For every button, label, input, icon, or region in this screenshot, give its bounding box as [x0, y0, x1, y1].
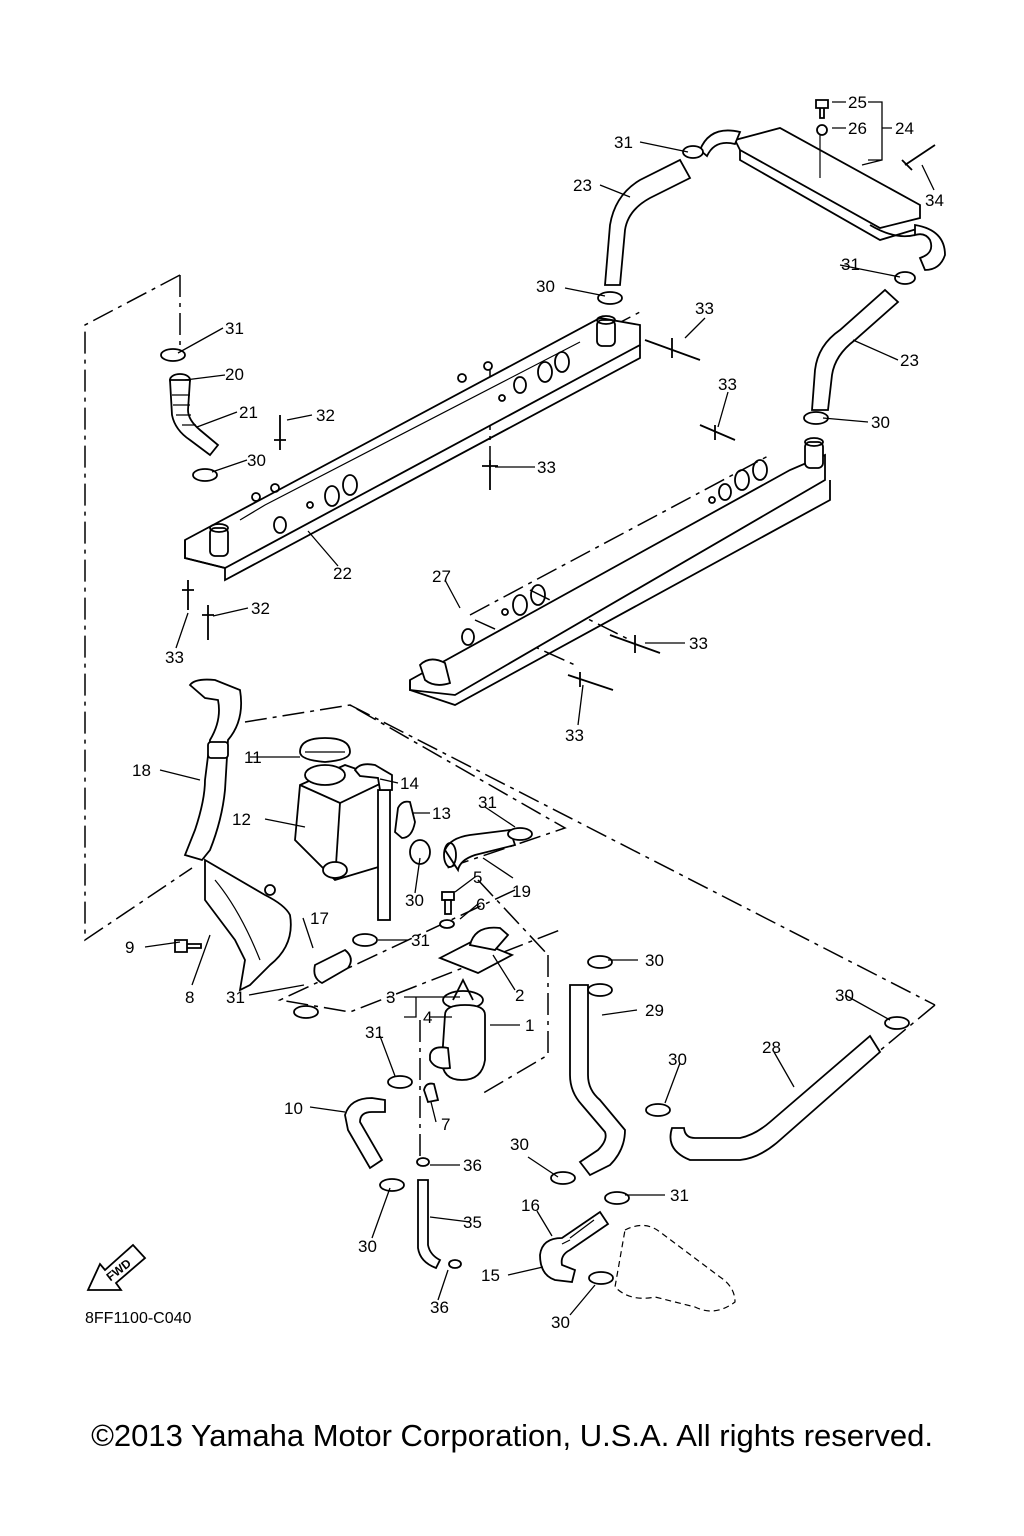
callout-30j: 30 — [551, 1313, 570, 1332]
callout-36a: 36 — [463, 1156, 482, 1175]
callout-30b: 30 — [871, 413, 890, 432]
callout-31g: 31 — [365, 1023, 384, 1042]
drawing-code: 8FF1100-C040 — [85, 1310, 192, 1327]
callout-16: 16 — [521, 1196, 540, 1215]
callout-21: 21 — [239, 403, 258, 422]
part-17-hose — [313, 948, 352, 985]
part-29-hose — [569, 983, 626, 1177]
callout-11: 11 — [244, 748, 262, 767]
callout-24: 24 — [895, 119, 914, 138]
callout-labels: 25 26 24 34 31 23 30 31 23 30 33 33 33 3… — [85, 93, 944, 1332]
callout-30c: 30 — [247, 451, 266, 470]
callout-12: 12 — [232, 810, 251, 829]
callout-27: 27 — [432, 567, 451, 586]
leader-lines — [144, 101, 935, 1316]
callout-33e: 33 — [689, 634, 708, 653]
part-20-21-hose-joint — [169, 373, 220, 457]
callout-5: 5 — [473, 868, 482, 887]
callout-2: 2 — [515, 986, 524, 1005]
callout-32b: 32 — [251, 599, 270, 618]
part-10-hose — [344, 1097, 386, 1170]
part-27-cooler-pipe-lower — [409, 437, 831, 706]
callout-22: 22 — [333, 564, 352, 583]
hose-clamps — [160, 145, 916, 1285]
part-18-hose — [183, 678, 243, 862]
fwd-direction-arrow: FWD — [86, 1243, 147, 1291]
callout-30f: 30 — [835, 986, 854, 1005]
callout-18: 18 — [132, 761, 151, 780]
callout-15: 15 — [481, 1266, 500, 1285]
engine-outlet-reference — [614, 1224, 736, 1312]
callout-31e: 31 — [411, 931, 430, 950]
callout-30i: 30 — [358, 1237, 377, 1256]
callout-31a: 31 — [614, 133, 633, 152]
callout-30e: 30 — [645, 951, 664, 970]
callout-30d: 30 — [405, 891, 424, 910]
callout-25: 25 — [848, 93, 867, 112]
callout-29: 29 — [645, 1001, 664, 1020]
part-11-radiator-cap — [299, 737, 351, 763]
callout-31f: 31 — [226, 988, 245, 1007]
callout-20: 20 — [225, 365, 244, 384]
part-2-thermostat-cover — [437, 926, 515, 974]
callout-36b: 36 — [430, 1298, 449, 1317]
fasteners — [174, 99, 936, 1269]
callout-10: 10 — [284, 1099, 303, 1118]
copyright-notice: ©2013 Yamaha Motor Corporation, U.S.A. A… — [91, 1418, 933, 1453]
callout-31b: 31 — [841, 255, 860, 274]
callout-13: 13 — [432, 804, 451, 823]
callout-7: 7 — [441, 1115, 450, 1134]
callout-17: 17 — [310, 909, 329, 928]
part-8-cover — [204, 858, 292, 992]
part-24-cooler-assembly — [698, 127, 946, 271]
part-14-overflow-hose — [353, 763, 393, 791]
callout-35: 35 — [463, 1213, 482, 1232]
callout-30g: 30 — [668, 1050, 687, 1069]
part-1-thermostat-housing — [429, 1004, 486, 1081]
part-12-reservoir-tank — [294, 764, 391, 921]
part-13-grommet — [394, 800, 416, 839]
part-35-hose — [417, 1179, 442, 1270]
callout-6: 6 — [476, 895, 485, 914]
part-22-cooler-pipe-upper — [184, 315, 641, 582]
callout-23a: 23 — [573, 176, 592, 195]
callout-33f: 33 — [565, 726, 584, 745]
callout-26: 26 — [848, 119, 867, 138]
callout-28: 28 — [762, 1038, 781, 1057]
part-28-hose — [669, 1034, 882, 1161]
callout-31d: 31 — [478, 793, 497, 812]
callout-33d: 33 — [165, 648, 184, 667]
callout-1: 1 — [525, 1016, 534, 1035]
callout-3: 3 — [386, 988, 395, 1007]
callout-34: 34 — [925, 191, 944, 210]
part-19-hose — [443, 829, 517, 873]
callout-4: 4 — [423, 1008, 432, 1027]
callout-14: 14 — [400, 774, 419, 793]
callout-32a: 32 — [316, 406, 335, 425]
callout-31h: 31 — [670, 1186, 689, 1205]
callout-33c: 33 — [537, 458, 556, 477]
callout-31c: 31 — [225, 319, 244, 338]
callout-8: 8 — [185, 988, 194, 1007]
part-23-hose-left — [604, 158, 692, 286]
callout-19: 19 — [512, 882, 531, 901]
assembly-frame-lines — [84, 274, 936, 1165]
callout-23b: 23 — [900, 351, 919, 370]
part-15-16-hose — [539, 1210, 610, 1283]
callout-9: 9 — [125, 938, 134, 957]
callout-30h: 30 — [510, 1135, 529, 1154]
callout-33a: 33 — [695, 299, 714, 318]
part-23-hose-right — [811, 288, 900, 411]
callout-33b: 33 — [718, 375, 737, 394]
callout-30a: 30 — [536, 277, 555, 296]
